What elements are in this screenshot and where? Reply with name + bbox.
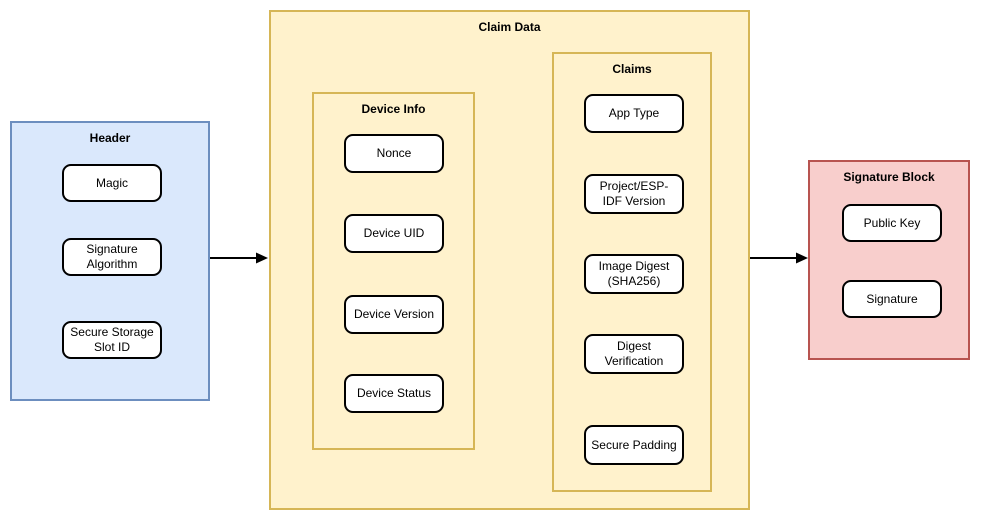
node-device-status-label: Device Status (356, 386, 432, 400)
group-device-info-title: Device Info (361, 102, 426, 116)
group-signature-block: Signature Block Public Key Signature (808, 160, 970, 360)
group-header-title: Header (89, 131, 131, 145)
node-secure-padding: Secure Padding (584, 425, 684, 465)
group-claim-data-title: Claim Data (478, 20, 541, 34)
node-public-key-label: Public Key (863, 215, 921, 230)
node-digest-verification: Digest Verification (584, 334, 684, 374)
node-app-type-label: App Type (608, 106, 660, 120)
node-app-type: App Type (584, 94, 684, 133)
group-claims-title: Claims (612, 62, 652, 76)
arrow-claim-data-to-signature-block (750, 252, 808, 264)
node-signature-label: Signature (866, 291, 918, 306)
node-device-version: Device Version (344, 295, 444, 334)
node-signature: Signature (842, 280, 942, 318)
group-claims: Claims App Type Project/ESP-IDF Version … (552, 52, 712, 492)
node-secure-padding-label: Secure Padding (591, 437, 677, 452)
node-nonce: Nonce (344, 134, 444, 173)
group-header: Header Magic Signature Algorithm Secure … (10, 121, 210, 401)
node-digest-verification-label: Digest Verification (604, 339, 664, 368)
group-signature-block-title: Signature Block (843, 170, 935, 184)
node-device-version-label: Device Version (353, 307, 435, 321)
node-signature-algorithm-label: Signature Algorithm (86, 242, 138, 271)
node-device-uid: Device UID (344, 214, 444, 253)
node-project-esp-idf-version-label: Project/ESP-IDF Version (599, 179, 669, 208)
node-magic-label: Magic (95, 175, 128, 190)
node-signature-algorithm: Signature Algorithm (62, 238, 162, 276)
node-device-status: Device Status (344, 374, 444, 413)
node-secure-storage-slot-id: Secure Storage Slot ID (62, 321, 162, 359)
node-nonce-label: Nonce (376, 146, 412, 160)
group-device-info: Device Info Nonce Device UID Device Vers… (312, 92, 475, 450)
node-project-esp-idf-version: Project/ESP-IDF Version (584, 174, 684, 214)
arrow-header-to-claim-data (210, 252, 268, 264)
group-claim-data: Claim Data Device Info Nonce Device UID … (269, 10, 750, 510)
node-secure-storage-slot-id-label: Secure Storage Slot ID (70, 325, 154, 354)
node-device-uid-label: Device UID (363, 226, 425, 240)
node-image-digest-sha256: Image Digest (SHA256) (584, 254, 684, 294)
node-image-digest-sha256-label: Image Digest (SHA256) (598, 259, 670, 288)
node-magic: Magic (62, 164, 162, 202)
node-public-key: Public Key (842, 204, 942, 242)
